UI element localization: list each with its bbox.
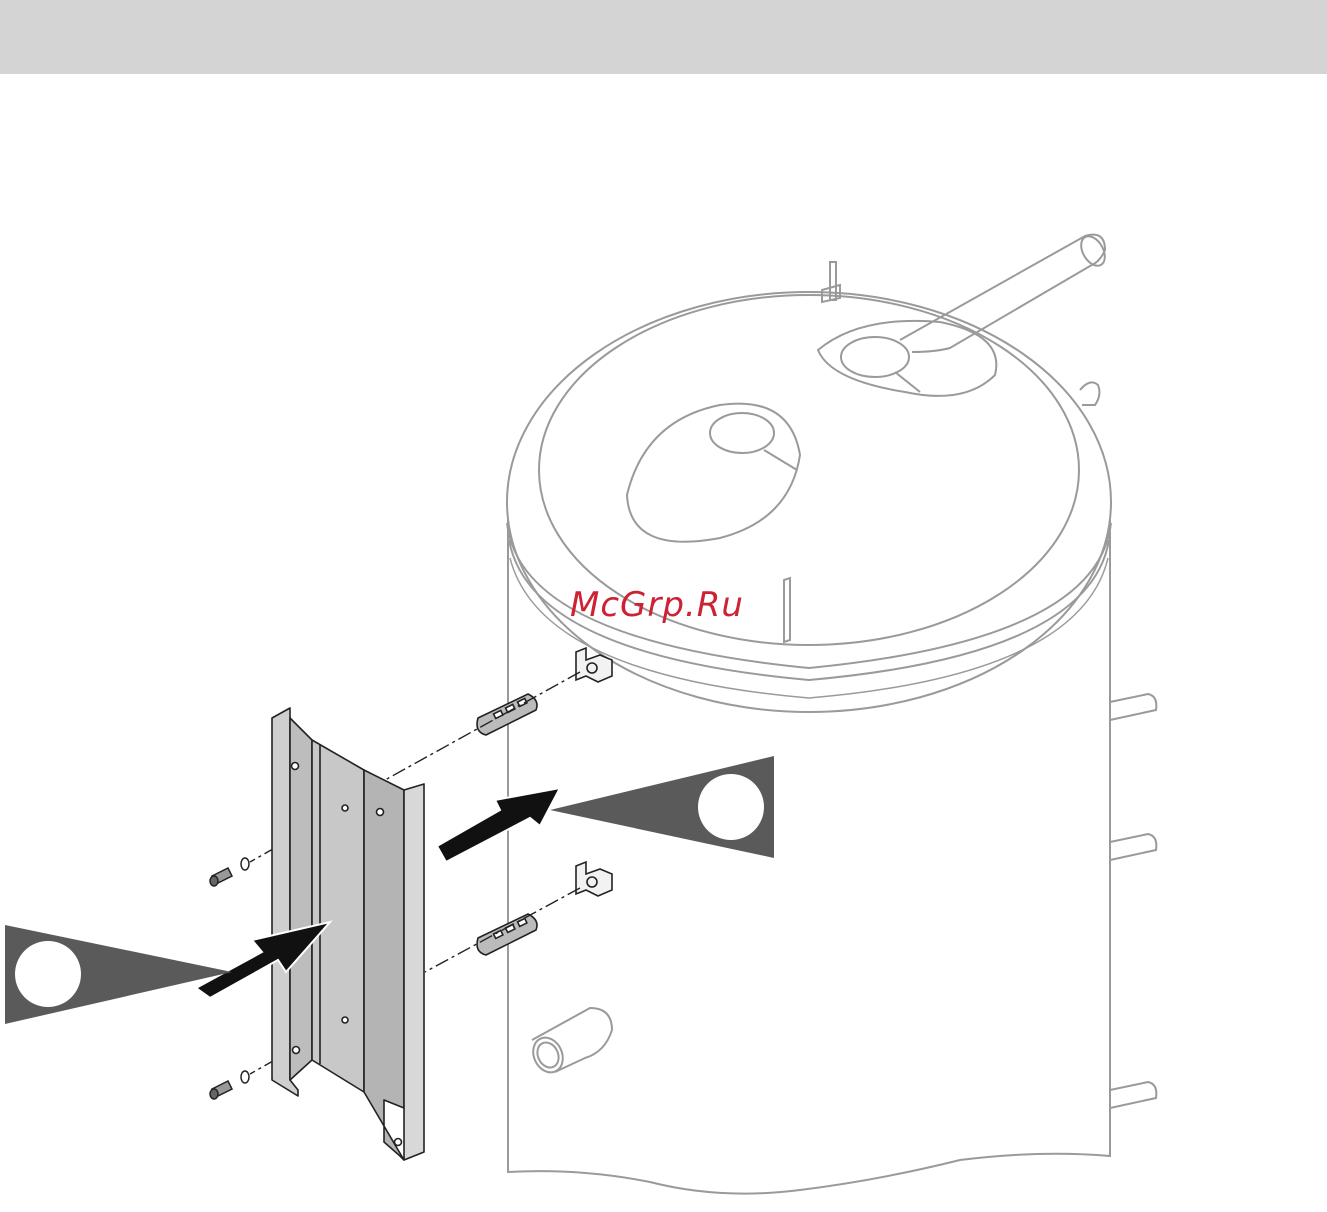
side-pipe-3 xyxy=(1110,1082,1156,1108)
side-fitting-top xyxy=(1080,382,1099,405)
tank-rim-band-1 xyxy=(507,523,1111,668)
callout-right xyxy=(550,756,774,858)
upper-fastener xyxy=(477,648,612,735)
side-pipe-2 xyxy=(1110,834,1156,860)
top-pipe xyxy=(900,235,1105,352)
dome-port-right xyxy=(841,337,909,377)
screw-upper xyxy=(210,858,249,886)
callout-right-circle xyxy=(698,774,764,840)
rim-clip xyxy=(784,578,790,642)
callout-left-circle xyxy=(15,941,81,1007)
callout-left xyxy=(5,925,232,1024)
screw-lower xyxy=(210,1071,249,1099)
push-arrow-right xyxy=(437,788,560,862)
bracket-lip xyxy=(404,784,424,1160)
side-pipe-1 xyxy=(1110,694,1156,720)
tank-dome xyxy=(539,295,1079,645)
tank-top-rim xyxy=(507,292,1111,712)
dome-port-left xyxy=(710,413,774,453)
front-pipe-stub xyxy=(528,1008,612,1077)
dome-cover-right xyxy=(818,321,996,396)
bracket-right xyxy=(364,770,404,1160)
bracket-face xyxy=(290,718,312,1080)
water-tank xyxy=(507,232,1156,1193)
lower-fastener xyxy=(477,862,612,955)
